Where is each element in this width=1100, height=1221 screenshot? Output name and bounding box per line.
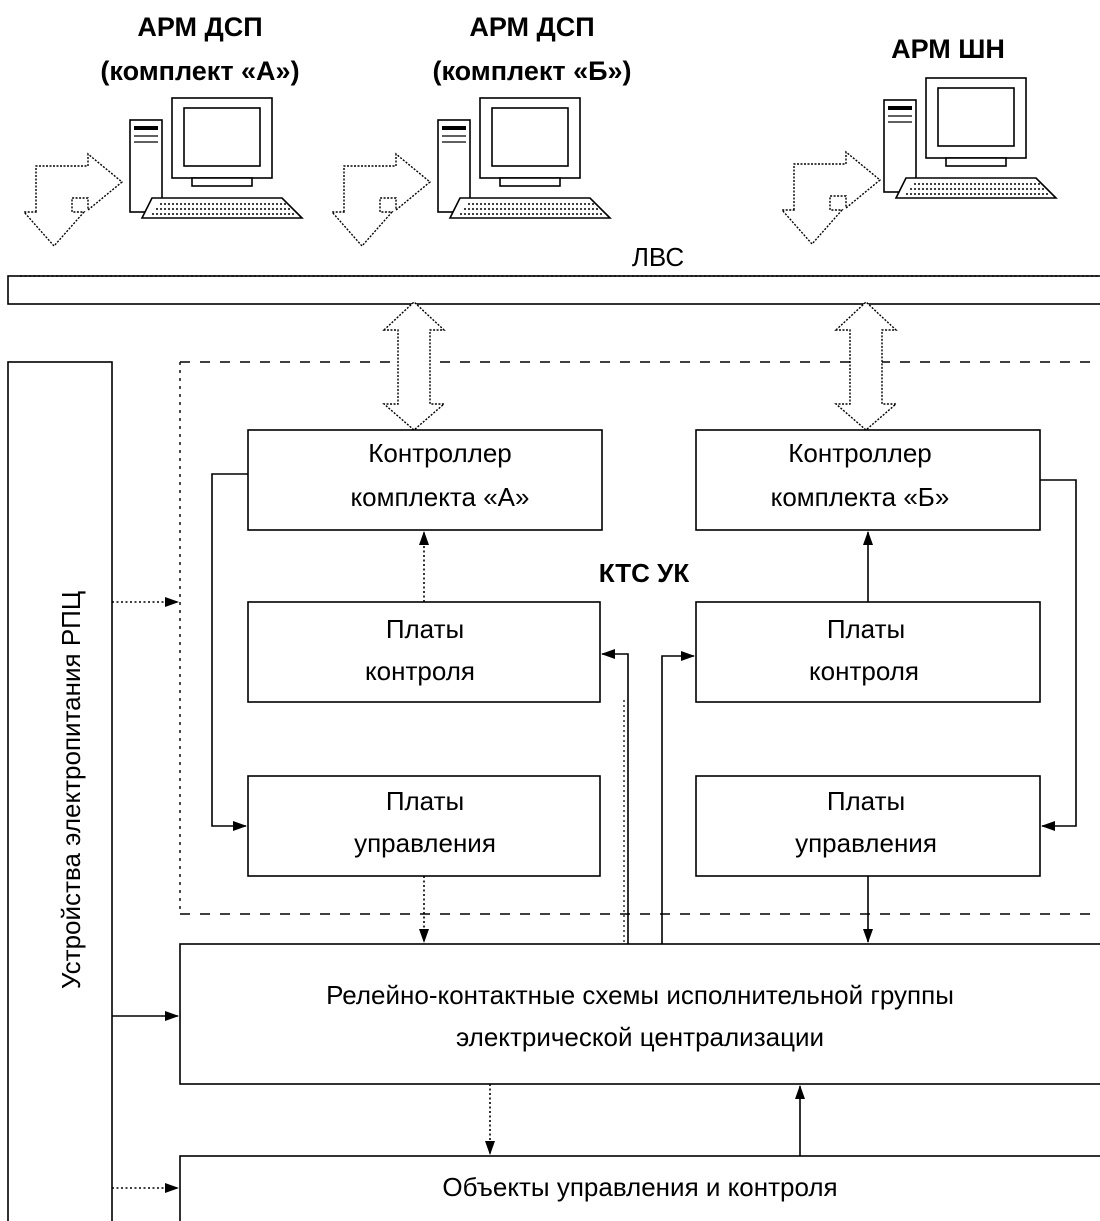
management-boards-a-line1: Платы <box>386 786 464 816</box>
controller-b-line2: комплекта «Б» <box>771 482 950 512</box>
computer-icon-shn <box>883 77 1057 199</box>
control-boards-b-box <box>695 601 1041 703</box>
lan-arrow-dsp-a <box>23 153 123 247</box>
relay-to-control-a-line <box>601 649 629 944</box>
lan-label: ЛВС <box>632 242 684 272</box>
arm-dsp-b-subtitle: (комплект «Б») <box>432 56 631 86</box>
controller-a-to-management-a-line <box>211 473 248 831</box>
management-boards-a-line2: управления <box>354 828 496 858</box>
lan-arrow-dsp-b <box>331 153 431 247</box>
relay-line2: электрической централизации <box>456 1022 824 1052</box>
computer-icon-dsp-b <box>437 97 611 219</box>
arm-shn-title: АРМ ШН <box>891 34 1005 64</box>
controller-a-line1: Контроллер <box>368 438 511 468</box>
control-boards-a-line1: Платы <box>386 614 464 644</box>
objects-label: Объекты управления и контроля <box>442 1172 837 1202</box>
controller-a-box <box>247 429 603 531</box>
management-boards-b-line1: Платы <box>827 786 905 816</box>
power-supply-label: Устройства электропитания РПЦ <box>56 591 86 989</box>
controller-b-line1: Контроллер <box>788 438 931 468</box>
arm-dsp-a-title: АРМ ДСП <box>137 12 262 42</box>
arm-dsp-b-title: АРМ ДСП <box>469 12 594 42</box>
relay-block <box>179 943 1100 1085</box>
lan-controller-b-arrow <box>835 301 897 431</box>
control-boards-b-line2: контроля <box>809 656 919 686</box>
control-boards-b-line1: Платы <box>827 614 905 644</box>
computer-icon-dsp-a <box>129 97 303 219</box>
relay-line1: Релейно-контактные схемы исполнительной … <box>326 980 954 1010</box>
management-boards-b-box <box>695 775 1041 877</box>
objects-block <box>179 1155 1100 1221</box>
arm-dsp-a-subtitle: (комплект «А») <box>100 56 299 86</box>
lan-controller-a-arrow <box>383 301 445 431</box>
controller-a-line2: комплекта «А» <box>351 482 530 512</box>
control-boards-a-box <box>247 601 601 703</box>
management-boards-a-box <box>247 775 601 877</box>
controller-b-box <box>695 429 1041 531</box>
lan-bus <box>7 275 1100 305</box>
lan-arrow-shn <box>781 151 881 245</box>
control-boards-a-line2: контроля <box>365 656 475 686</box>
relay-to-control-b-line <box>661 651 695 944</box>
power-supply-block <box>7 361 113 1221</box>
management-boards-b-line2: управления <box>795 828 937 858</box>
kts-uk-label: КТС УК <box>599 558 690 588</box>
controller-b-to-management-b-line <box>1040 479 1077 831</box>
